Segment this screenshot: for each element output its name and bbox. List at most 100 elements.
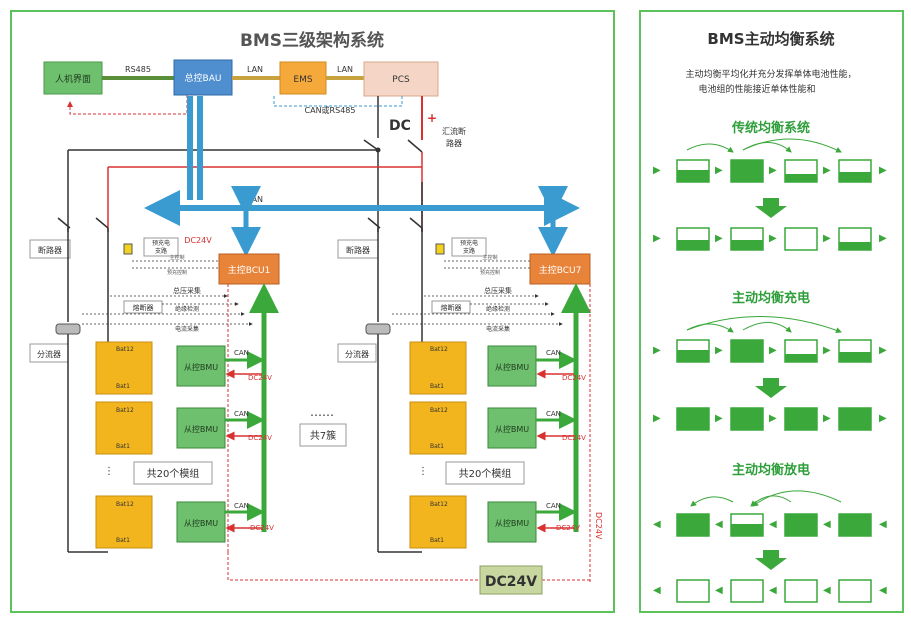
traditional-row-2: ▶ ▶ ▶ ▶ ▶ xyxy=(653,227,887,251)
vdots-7: ⋮ xyxy=(418,466,428,477)
bat1-1-2: Bat1 xyxy=(116,443,130,450)
fuse-label-7: 熔断器 xyxy=(441,303,462,312)
bmu-7-1 xyxy=(487,345,537,387)
down-arrow-1 xyxy=(755,198,787,218)
svg-text:◀: ◀ xyxy=(769,519,777,530)
bcu7-label: 主控BCU7 xyxy=(539,264,582,276)
svg-text:▶: ▶ xyxy=(653,233,661,244)
bmu-1-1 xyxy=(176,345,226,387)
shunt-1 xyxy=(55,323,81,335)
svg-text:◀: ◀ xyxy=(769,585,777,596)
rs485-label: RS485 xyxy=(125,65,151,74)
ems-label: EMS xyxy=(293,75,312,85)
module-1-3 xyxy=(95,495,153,549)
main-ctrl-label-1: 主控制 xyxy=(169,254,184,261)
breaker-box-1 xyxy=(29,239,71,259)
svg-text:▶: ▶ xyxy=(715,233,723,244)
modules-label-7: 共20个模组 xyxy=(459,467,512,480)
bat1-7-2: Bat1 xyxy=(430,443,444,450)
precharge-label-7a: 预充电 xyxy=(460,239,478,247)
architecture-diagram: BMS三级架构系统 人机界面 RS485 总控BAU LAN EMS LAN P… xyxy=(29,30,603,595)
precharge-label-1b: 支路 xyxy=(155,247,167,255)
svg-text:▶: ▶ xyxy=(823,233,831,244)
section-active-charge: 主动均衡充电 xyxy=(732,290,810,306)
dc24v-1-3: DC24V xyxy=(250,524,274,532)
fuse-label-1: 熔断器 xyxy=(133,303,154,312)
svg-text:◀: ◀ xyxy=(823,519,831,530)
svg-text:▶: ▶ xyxy=(823,165,831,176)
bat12-1-3: Bat12 xyxy=(116,501,134,508)
can-label-1-2: CAN xyxy=(234,410,249,418)
bat1-1-1: Bat1 xyxy=(116,383,130,390)
module-1-1 xyxy=(95,341,153,395)
can-label-1-1: CAN xyxy=(234,349,249,357)
can-label-7-3: CAN xyxy=(546,502,561,510)
bat12-1-2: Bat12 xyxy=(116,407,134,414)
svg-text:▶: ▶ xyxy=(715,413,723,424)
dc24v-supply-label: DC24V xyxy=(485,574,537,590)
bmu-label-7-2: 从控BMU xyxy=(495,424,529,434)
dc24v-7-1: DC24V xyxy=(562,374,586,382)
left-title: BMS三级架构系统 xyxy=(240,30,384,51)
svg-text:▶: ▶ xyxy=(715,165,723,176)
svg-text:◀: ◀ xyxy=(653,519,661,530)
bat12-7-1: Bat12 xyxy=(430,346,448,353)
bmu-label-7-3: 从控BMU xyxy=(495,518,529,528)
discharge-row-1: ◀ ◀ ◀ ◀ ◀ xyxy=(653,490,887,537)
insulation-label-1: 绝缘检测 xyxy=(175,305,199,313)
right-desc-1: 主动均衡平均化并充分发挥单体电池性能， xyxy=(685,68,856,80)
svg-text:▶: ▶ xyxy=(769,413,777,424)
clusters-dots: …… xyxy=(310,405,334,419)
svg-text:▶: ▶ xyxy=(823,345,831,356)
total-voltage-label-1: 总压采集 xyxy=(173,286,201,295)
busbar-breaker-label-2: 路器 xyxy=(446,138,462,148)
current-collect-label-7: 电流采集 xyxy=(486,325,510,333)
hmi-label: 人机界面 xyxy=(55,73,91,85)
bmu-label-1-1: 从控BMU xyxy=(184,362,218,372)
dc24v-1-2: DC24V xyxy=(248,434,272,442)
shunt-label-1: 分流器 xyxy=(37,349,61,359)
svg-text:▶: ▶ xyxy=(769,233,777,244)
main-ctrl-label-7: 主控制 xyxy=(482,254,497,261)
bat1-7-3: Bat1 xyxy=(430,537,444,544)
plus-label: + xyxy=(427,111,437,125)
bat1-1-3: Bat1 xyxy=(116,537,130,544)
svg-text:▶: ▶ xyxy=(653,413,661,424)
section-active-discharge: 主动均衡放电 xyxy=(732,462,810,478)
shunt-7 xyxy=(365,323,391,335)
svg-text:◀: ◀ xyxy=(715,519,723,530)
ems-box xyxy=(279,61,327,95)
dc24v-label-1: DC24V xyxy=(184,236,212,245)
dc24v-vertical: DC24V xyxy=(594,512,603,540)
right-desc-2: 电池组的性能接近单体性能和 xyxy=(698,83,815,95)
can-label-7-1: CAN xyxy=(546,349,561,357)
bat12-1-1: Bat12 xyxy=(116,346,134,353)
shunt-label-7: 分流器 xyxy=(345,349,369,359)
svg-text:▶: ▶ xyxy=(653,165,661,176)
precharge-ctrl-label-7: 预充控制 xyxy=(480,269,500,276)
dc24v-supply-box xyxy=(479,565,543,595)
cluster-1: 断路器 预充电 支路 DC24V 主控BCU1 主控制 预充控制 总压采集 熔断… xyxy=(29,217,280,553)
charge-row-2: ▶ ▶ ▶ ▶ ▶ xyxy=(653,407,887,431)
svg-text:▶: ▶ xyxy=(879,165,887,176)
lan-label-2: LAN xyxy=(337,65,353,74)
dc24v-1-1: DC24V xyxy=(248,374,272,382)
svg-text:▶: ▶ xyxy=(769,345,777,356)
bmu-label-1-2: 从控BMU xyxy=(184,424,218,434)
down-arrow-2 xyxy=(755,378,787,398)
pcs-box xyxy=(363,61,439,97)
can-rs485-label: CAN或RS485 xyxy=(305,105,356,115)
bau-label: 总控BAU xyxy=(185,72,222,84)
cluster-7: 断路器 预充电 支路 主控BCU7 主控制 预充控制 总压采集 熔断器 绝缘检测… xyxy=(337,217,603,582)
busbar-breaker-label-1: 汇流断 xyxy=(442,126,466,136)
hmi-box xyxy=(43,61,103,95)
modules-label-1: 共20个模组 xyxy=(147,467,200,480)
down-arrow-3 xyxy=(755,550,787,570)
svg-text:◀: ◀ xyxy=(879,519,887,530)
dc24v-7-3: DC24V xyxy=(556,524,580,532)
svg-text:◀: ◀ xyxy=(653,585,661,596)
module-1-2 xyxy=(95,401,153,455)
bcu7-box xyxy=(529,253,591,285)
section-traditional: 传统均衡系统 xyxy=(731,120,810,136)
bcu1-box xyxy=(218,253,280,285)
